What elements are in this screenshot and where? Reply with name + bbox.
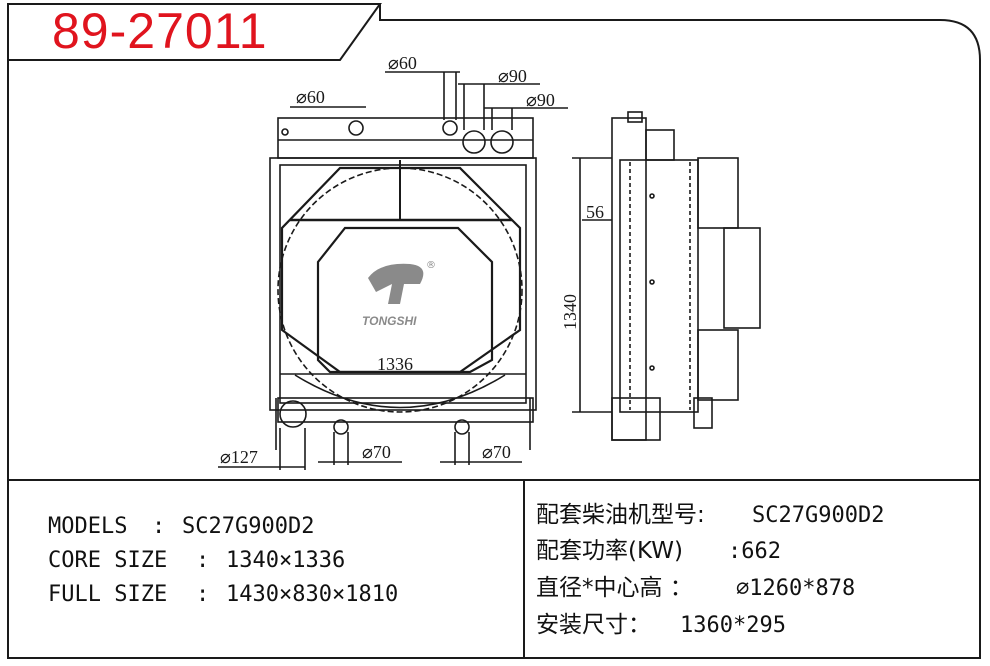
- spec-models-value: SC27G900D2: [182, 514, 315, 539]
- dim-core-width: 1336: [377, 354, 413, 374]
- spec-full-size-value: 1430×830×1810: [226, 582, 399, 607]
- title-tab: [8, 3, 382, 61]
- dim-pipe-top-right-1: ⌀90: [498, 66, 527, 86]
- spec-power-label: 配套功率(KW): [536, 538, 683, 564]
- spec-core-size-label: CORE SIZE: [48, 548, 168, 573]
- dim-pipe-top-left: ⌀60: [296, 87, 325, 107]
- logo-brand: TONGSHI: [362, 314, 417, 328]
- dim-pipe-top-right-2: ⌀90: [526, 90, 555, 110]
- spec-core-size-value: 1340×1336: [226, 548, 346, 573]
- sheet-frame: [7, 3, 981, 659]
- spec-power-value: :662: [728, 539, 781, 564]
- spec-engine-model-label: 配套柴油机型号:: [536, 502, 705, 528]
- spec-diameter-value: ⌀1260*878: [736, 576, 856, 601]
- dim-pipe-top-mid: ⌀60: [388, 53, 417, 73]
- dim-pipe-bottom-mid: ⌀70: [362, 442, 391, 462]
- dim-pipe-bottom-left: ⌀127: [220, 447, 258, 467]
- side-view: [572, 111, 761, 441]
- spec-models-sep: :: [152, 514, 166, 539]
- dim-depth: 56: [586, 202, 604, 222]
- spec-models-label: MODELS: [48, 514, 128, 539]
- spec-mounting-value: 1360*295: [680, 613, 786, 638]
- spec-full-size-label: FULL SIZE: [48, 582, 168, 607]
- tongshi-logo: TONGSHI ®: [362, 260, 436, 328]
- spec-diameter-label: 直径*中心高 ：: [536, 575, 693, 601]
- front-view: [218, 71, 568, 470]
- dim-pipe-bottom-right: ⌀70: [482, 442, 511, 462]
- spec-core-size-sep: :: [196, 548, 210, 573]
- spec-mounting-label: 安装尺寸：: [536, 612, 651, 638]
- dim-core-height: 1340: [560, 294, 580, 330]
- logo-registered: ®: [426, 260, 436, 271]
- spec-engine-model-value: SC27G900D2: [752, 503, 885, 528]
- logo-mark-icon: [368, 263, 424, 304]
- part-number: 89-27011: [52, 3, 268, 59]
- spec-full-size-sep: :: [196, 582, 210, 607]
